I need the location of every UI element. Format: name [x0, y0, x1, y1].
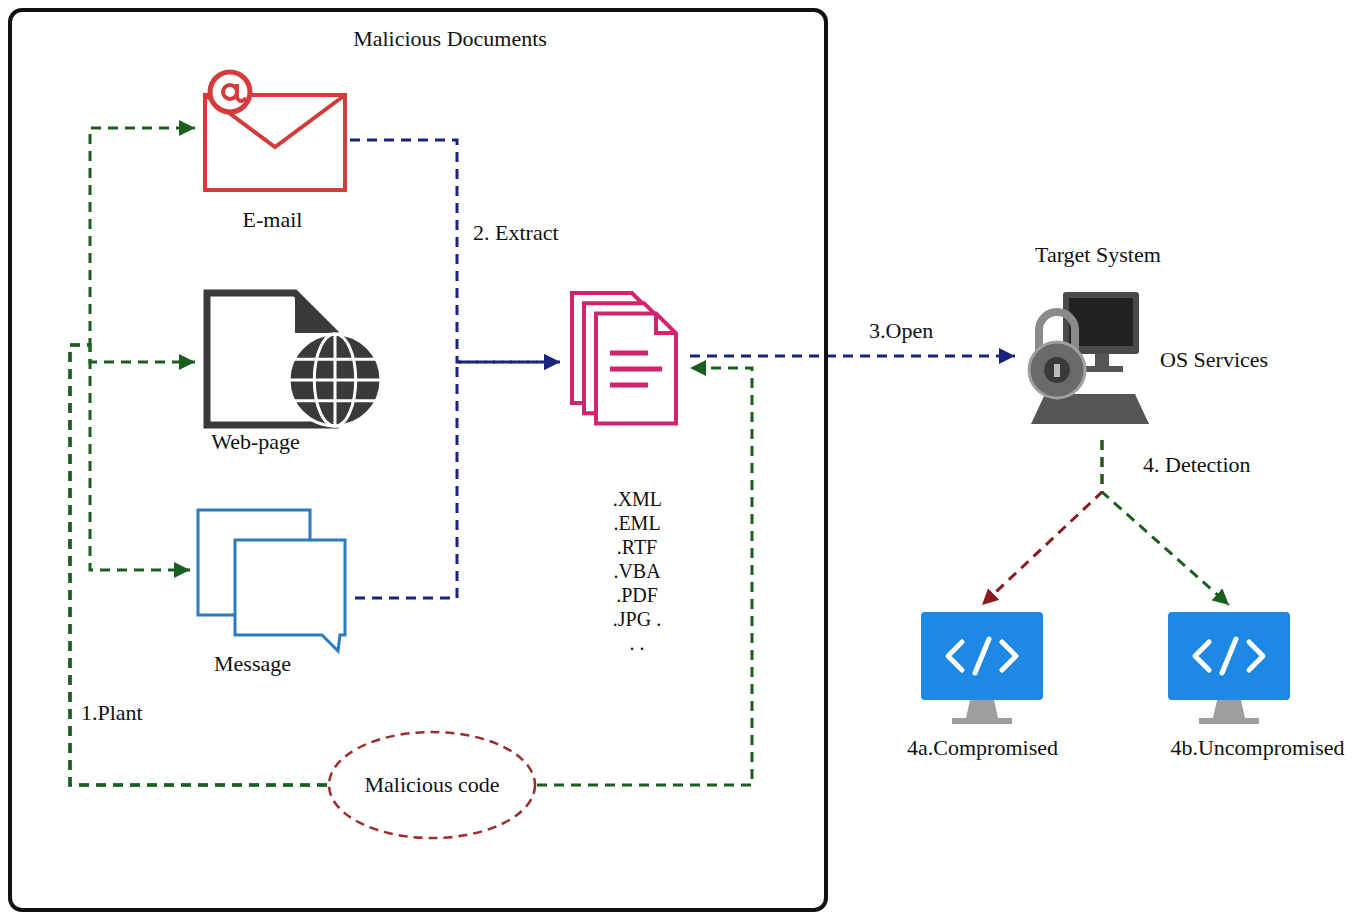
document-text-line — [610, 351, 648, 356]
dashed-arrow — [537, 368, 752, 785]
code-symbol — [948, 639, 1016, 673]
monitor-base — [1081, 366, 1123, 372]
message-icon-node: Message — [190, 505, 355, 677]
monitor-screen — [921, 612, 1043, 700]
monitor-stand — [1095, 354, 1109, 368]
document-text-line — [610, 367, 662, 372]
step-label: 1.Plant — [78, 700, 146, 726]
monitor-base — [1199, 718, 1259, 724]
step-label: 4. Detection — [1140, 452, 1254, 478]
group-frame: Malicious DocumentsE-mailWeb-pageMessage… — [8, 8, 828, 912]
keyboard — [1031, 394, 1149, 424]
document-text-line — [610, 383, 648, 388]
keyhole — [1054, 364, 1060, 377]
node-label: 4a.Compromised — [907, 735, 1058, 761]
uncompromised-node: 4b.Uncompromised — [1160, 605, 1355, 765]
dashed-arrow — [350, 140, 560, 362]
at-sign-ring — [210, 72, 250, 112]
dashed-arrow — [355, 362, 560, 598]
webpage-icon-node: Web-page — [195, 285, 390, 455]
step-label: 2. Extract — [470, 220, 562, 246]
node-label: Malicious Documents — [353, 26, 547, 52]
node-label: OS Services — [1160, 347, 1268, 373]
globe-grid — [289, 334, 381, 426]
at-sign-tail — [237, 84, 246, 101]
target-system-node: Target System OS Services — [1015, 242, 1290, 440]
dashed-arrow — [70, 128, 327, 785]
page-fold — [295, 293, 335, 333]
node-label: .XML .EML .RTF .VBA .PDF .JPG . . . — [613, 487, 662, 655]
globe — [289, 334, 381, 426]
dashed-arrow — [982, 440, 1102, 605]
document-stack-node: .XML .EML .RTF .VBA .PDF .JPG . . . — [560, 283, 690, 655]
dashed-ellipse — [329, 732, 535, 838]
node-label: Web-page — [211, 429, 300, 455]
dashed-arrow — [690, 355, 1015, 358]
code-ellipse: Malicious code — [327, 730, 537, 840]
node-label: E-mail — [243, 207, 303, 233]
node-label: Malicious code — [364, 772, 499, 798]
monitor-stand — [966, 700, 998, 718]
document-fold — [656, 313, 676, 333]
at-sign-core — [223, 85, 237, 99]
lock-body — [1029, 342, 1085, 398]
step-label: 3.Open — [866, 318, 936, 344]
node-label: Target System — [1035, 242, 1161, 268]
monitor-base — [952, 718, 1012, 724]
email-icon-node: E-mail — [195, 62, 350, 237]
speech-bubble-front — [235, 540, 345, 651]
node-label: Message — [214, 651, 291, 677]
lock-dial — [1044, 357, 1070, 383]
node-label: 4b.Uncompromised — [1170, 735, 1344, 761]
compromised-node: 4a.Compromised — [880, 605, 1085, 765]
monitor-stand — [1213, 700, 1245, 718]
document-page — [596, 313, 676, 423]
icon-graphic — [1015, 242, 1290, 440]
monitor-screen — [1168, 612, 1290, 700]
code-symbol — [1195, 639, 1263, 673]
